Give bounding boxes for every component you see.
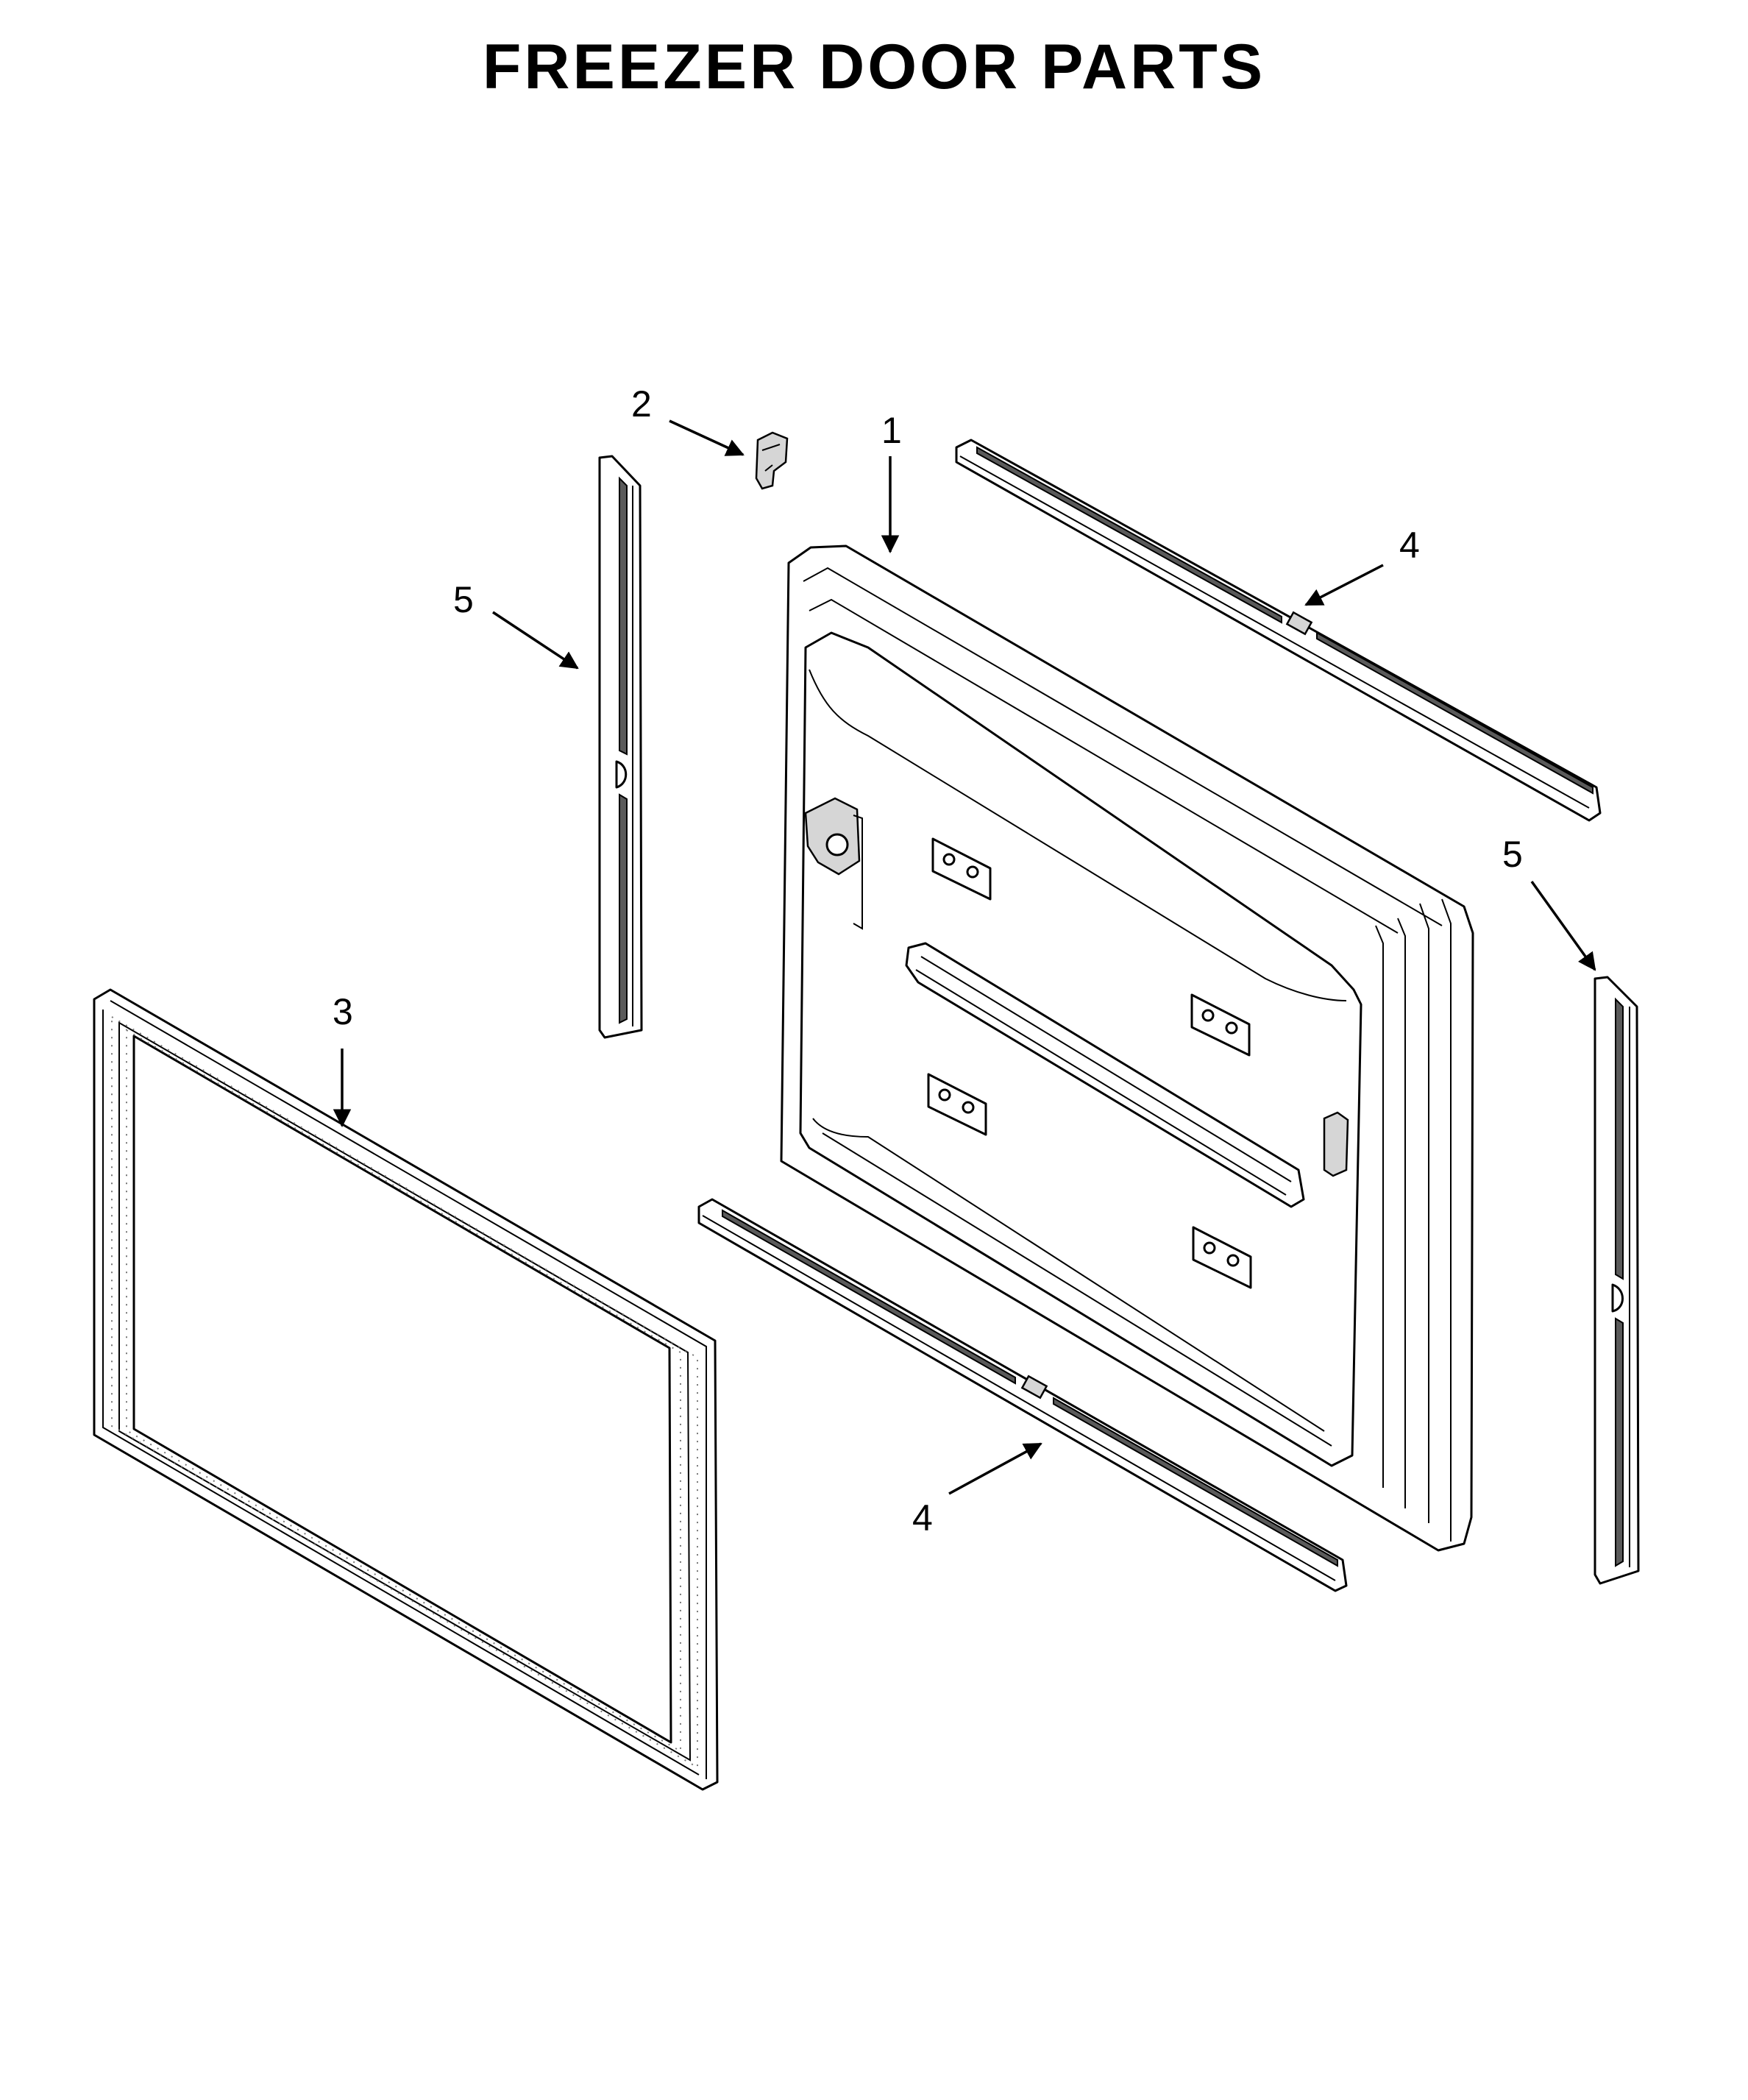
door-trim-top[interactable]	[955, 439, 1602, 822]
callout-1[interactable]: 1	[881, 410, 902, 451]
callout-arrow-4-bottom	[948, 1442, 1042, 1495]
door-clip[interactable]	[755, 431, 789, 490]
callout-5-left[interactable]: 5	[453, 579, 474, 620]
door-trim-left[interactable]	[598, 455, 643, 1039]
door-trim-bottom[interactable]	[697, 1198, 1348, 1592]
callout-4-bottom[interactable]: 4	[912, 1497, 933, 1539]
freezer-door[interactable]	[780, 544, 1474, 1552]
door-gasket[interactable]	[93, 988, 719, 1791]
callout-5-right[interactable]: 5	[1502, 834, 1523, 875]
callout-2[interactable]: 2	[631, 383, 652, 425]
diagram-title: FREEZER DOOR PARTS	[482, 32, 1266, 102]
callout-arrow-5-right	[1530, 880, 1596, 971]
door-trim-right[interactable]	[1594, 976, 1640, 1585]
callout-arrow-2	[669, 419, 745, 456]
callout-4-top[interactable]: 4	[1399, 525, 1420, 566]
callout-arrow-4-top	[1304, 564, 1384, 606]
callout-arrow-5-left	[492, 611, 579, 670]
callout-3[interactable]: 3	[333, 991, 353, 1032]
